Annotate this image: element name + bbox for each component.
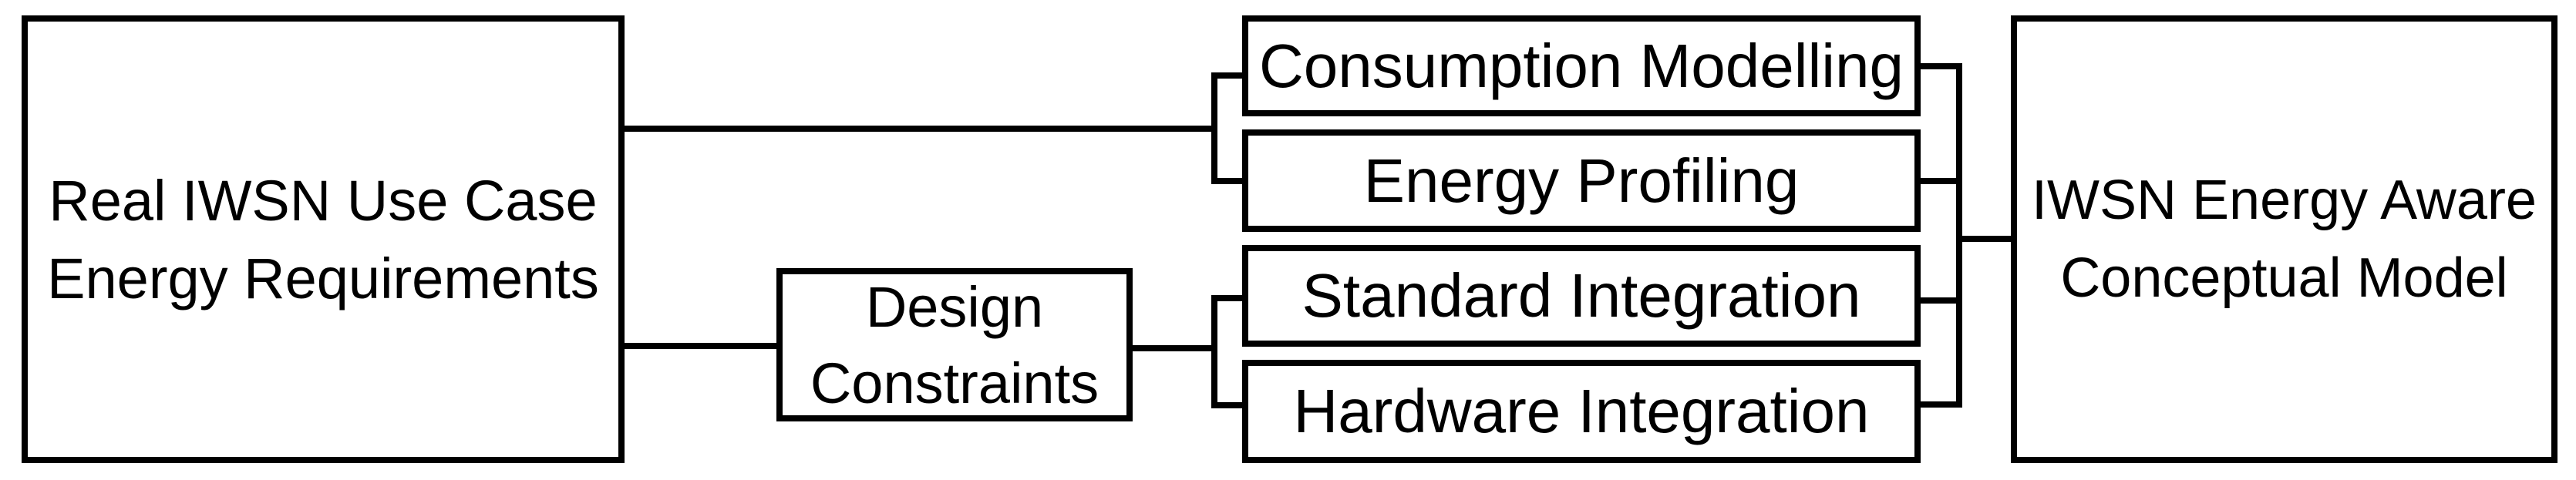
- node-label: Hardware Integration: [1293, 377, 1870, 445]
- stub-standard-right: [1921, 297, 1962, 304]
- node-energy-profiling: Energy Profiling: [1242, 129, 1921, 232]
- node-design-constraints: Design Constraints: [776, 268, 1133, 421]
- edge-usecase-to-constraints: [625, 343, 780, 349]
- node-label-line: IWSN Energy Aware: [2032, 169, 2537, 231]
- node-label-line: Energy Requirements: [47, 246, 599, 310]
- node-iwsn-energy-aware-conceptual-model: IWSN Energy Aware Conceptual Model: [2011, 15, 2557, 463]
- node-label-line: Conceptual Model: [2060, 247, 2508, 309]
- edge-bus-to-conceptual-model: [1962, 236, 2011, 242]
- stub-hardware-right: [1921, 401, 1962, 408]
- edge-constraints-to-sihi-bus: [1133, 345, 1217, 351]
- node-standard-integration: Standard Integration: [1242, 245, 1921, 347]
- node-real-iwsn-use-case-energy-requirements: Real IWSN Use Case Energy Requirements: [22, 15, 625, 463]
- edge-usecase-to-cmep-bus: [625, 126, 1217, 132]
- node-hardware-integration: Hardware Integration: [1242, 360, 1921, 463]
- stub-consumption-right: [1921, 63, 1962, 69]
- node-label-line: Real IWSN Use Case: [49, 168, 598, 233]
- node-label-line: Design: [865, 274, 1044, 339]
- stub-consumption-left: [1217, 72, 1245, 79]
- right-collector-bus: [1956, 63, 1962, 408]
- stub-profiling-right: [1921, 178, 1962, 184]
- node-label: Energy Profiling: [1363, 146, 1800, 215]
- node-label: Standard Integration: [1301, 261, 1861, 330]
- sihi-left-bus: [1211, 295, 1217, 408]
- node-label: Consumption Modelling: [1258, 31, 1904, 100]
- cmep-left-bus: [1211, 72, 1217, 184]
- stub-hardware-left: [1217, 402, 1245, 408]
- node-consumption-modelling: Consumption Modelling: [1242, 15, 1921, 116]
- node-label-line: Constraints: [810, 351, 1099, 415]
- stub-standard-left: [1217, 295, 1245, 301]
- stub-profiling-left: [1217, 178, 1245, 184]
